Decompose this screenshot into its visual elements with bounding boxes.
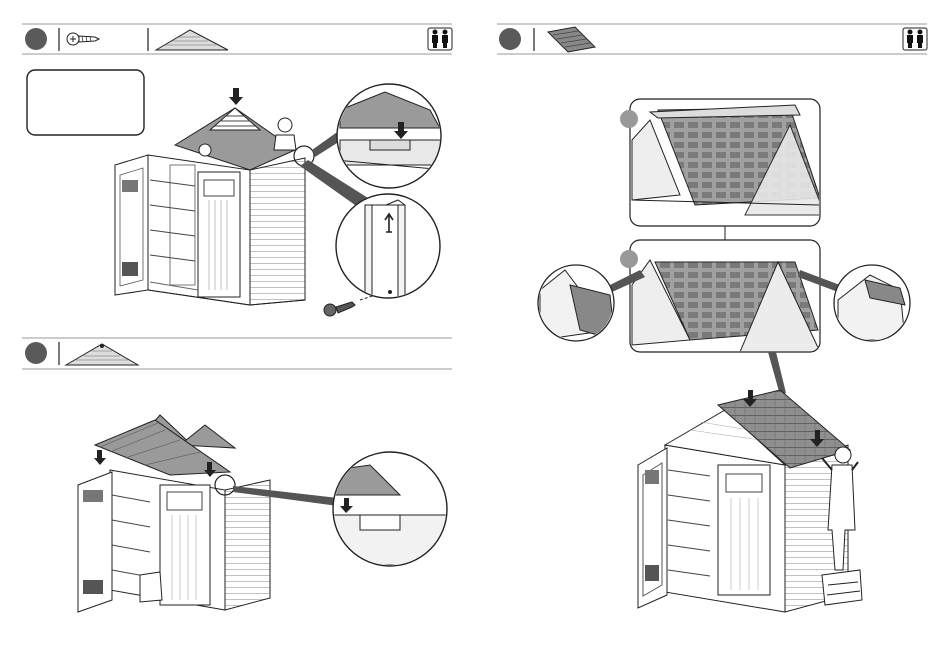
step-header-right bbox=[497, 24, 927, 54]
shed-illustration-step2 bbox=[78, 415, 338, 612]
detail-callout-roof-panel bbox=[330, 452, 450, 566]
step-header-left-top bbox=[22, 24, 452, 54]
roof-panel-icon bbox=[548, 27, 595, 52]
detail-callout-left-eave bbox=[538, 265, 615, 341]
down-arrow-icon bbox=[229, 88, 243, 105]
step-sub-badge bbox=[620, 250, 638, 268]
shed-illustration-step3 bbox=[638, 390, 862, 612]
roof-gable-icon bbox=[66, 344, 138, 365]
two-people-icon bbox=[903, 28, 927, 50]
detail-callout-roof-edge bbox=[335, 84, 445, 188]
detail-callout-right-eave bbox=[834, 265, 910, 341]
down-arrow-icon bbox=[94, 450, 106, 465]
step-number-badge bbox=[25, 342, 47, 364]
step-number-badge bbox=[25, 28, 47, 50]
step-number-badge bbox=[499, 28, 521, 50]
detail-box-roof-panel-top bbox=[620, 99, 825, 226]
roof-gable-icon bbox=[156, 30, 228, 50]
detail-box-roof-panel-side bbox=[610, 240, 840, 395]
detail-callout-post bbox=[336, 194, 440, 300]
note-box bbox=[27, 70, 144, 135]
two-people-icon bbox=[428, 28, 452, 50]
screw-icon bbox=[324, 302, 355, 316]
step-sub-badge bbox=[620, 110, 638, 128]
screw-icon bbox=[67, 33, 99, 45]
step-header-left-bottom bbox=[22, 338, 452, 369]
